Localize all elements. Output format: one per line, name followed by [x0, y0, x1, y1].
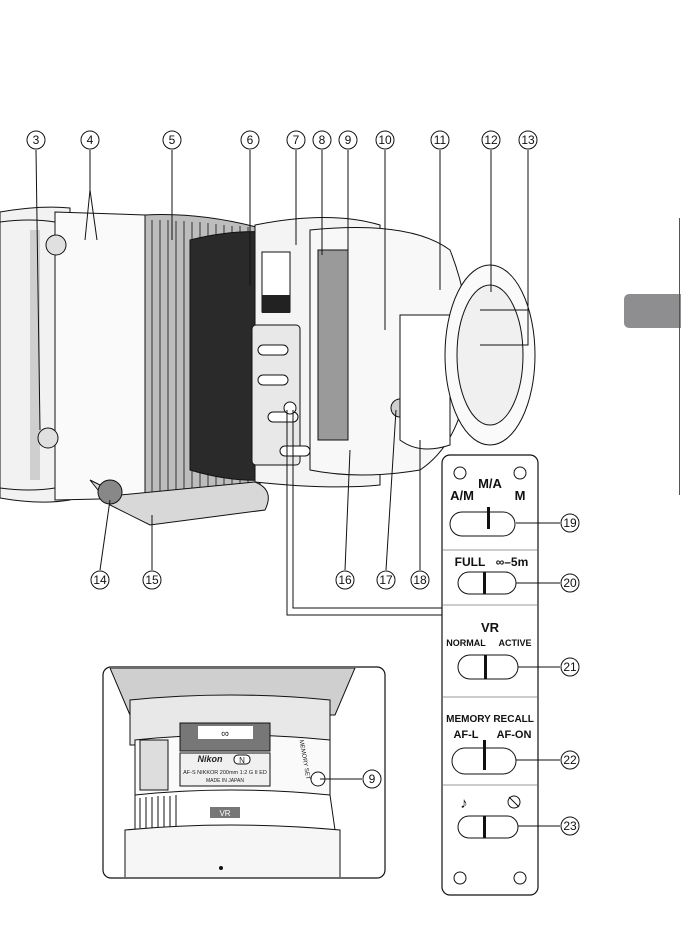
- svg-text:13: 13: [521, 133, 535, 147]
- callout-18: 18: [410, 570, 430, 590]
- svg-text:23: 23: [563, 819, 577, 833]
- made-in-japan-text: MADE IN JAPAN: [206, 778, 244, 784]
- callout-6: 6: [240, 130, 260, 150]
- svg-text:14: 14: [93, 573, 107, 587]
- label-inf-5m: ∞–5m: [496, 555, 529, 569]
- nikon-brand-text: Nikon: [197, 754, 223, 764]
- inset-detail: ∞ Nikon N AF-S NIKKOR 200mm 1:2 G II ED …: [102, 666, 386, 879]
- svg-text:7: 7: [293, 133, 300, 147]
- callout-7: 7: [286, 130, 306, 150]
- label-memory-recall: MEMORY RECALL: [446, 714, 534, 725]
- svg-text:16: 16: [338, 573, 352, 587]
- label-m: M: [515, 488, 526, 503]
- svg-text:3: 3: [33, 133, 40, 147]
- callout-8: 8: [312, 130, 332, 150]
- svg-text:5: 5: [169, 133, 176, 147]
- vr-mode-switch[interactable]: [457, 654, 519, 680]
- sound-switch[interactable]: [457, 815, 519, 839]
- svg-text:4: 4: [87, 133, 94, 147]
- callout-9-inset: 9: [362, 769, 382, 789]
- callout-19: 19: [560, 513, 580, 533]
- svg-text:18: 18: [413, 573, 427, 587]
- lens-model-text: AF-S NIKKOR 200mm 1:2 G II ED: [183, 770, 267, 776]
- label-a-m: A/M: [450, 488, 474, 503]
- callout-20: 20: [560, 573, 580, 593]
- sound-off-icon: [507, 795, 521, 809]
- callout-9: 9: [338, 130, 358, 150]
- callout-22: 22: [560, 750, 580, 770]
- svg-text:20: 20: [563, 576, 577, 590]
- callout-4: 4: [80, 130, 100, 150]
- svg-text:15: 15: [145, 573, 159, 587]
- svg-text:17: 17: [379, 573, 393, 587]
- callout-10: 10: [375, 130, 395, 150]
- svg-text:9: 9: [345, 133, 352, 147]
- distance-scale: ∞: [221, 728, 229, 740]
- svg-text:21: 21: [563, 660, 577, 674]
- switch-panel: A/M M/A M FULL ∞–5m VR NORMAL ACTIVE MEM…: [441, 454, 539, 896]
- label-active: ACTIVE: [498, 638, 531, 648]
- callout-15: 15: [142, 570, 162, 590]
- leader-lines: [35, 149, 529, 616]
- callout-11: 11: [430, 130, 450, 150]
- label-m-a: M/A: [478, 476, 502, 491]
- section-tab: [624, 294, 681, 328]
- callout-16: 16: [335, 570, 355, 590]
- svg-text:19: 19: [563, 516, 577, 530]
- music-note-icon: ♪: [460, 795, 468, 812]
- label-full: FULL: [455, 555, 486, 569]
- svg-text:8: 8: [319, 133, 326, 147]
- focus-mode-switch[interactable]: [449, 507, 516, 537]
- callout-12: 12: [481, 130, 501, 150]
- page-edge-line: [679, 218, 680, 495]
- memory-recall-switch[interactable]: [451, 740, 517, 775]
- nano-crystal-badge: N: [239, 756, 245, 765]
- vr-label: VR: [219, 809, 230, 818]
- svg-text:22: 22: [563, 753, 577, 767]
- svg-text:6: 6: [247, 133, 254, 147]
- callout-21: 21: [560, 657, 580, 677]
- focus-limit-switch[interactable]: [457, 571, 517, 595]
- label-af-l: AF-L: [453, 729, 478, 741]
- callout-5: 5: [162, 130, 182, 150]
- label-normal: NORMAL: [446, 638, 486, 648]
- callout-17: 17: [376, 570, 396, 590]
- svg-text:9: 9: [369, 772, 376, 786]
- label-vr: VR: [481, 620, 500, 635]
- svg-text:12: 12: [484, 133, 498, 147]
- label-af-on: AF-ON: [497, 729, 532, 741]
- callout-3: 3: [26, 130, 46, 150]
- callout-23: 23: [560, 816, 580, 836]
- callout-14: 14: [90, 570, 110, 590]
- svg-text:11: 11: [434, 133, 447, 147]
- svg-text:10: 10: [378, 133, 392, 147]
- callout-13: 13: [518, 130, 538, 150]
